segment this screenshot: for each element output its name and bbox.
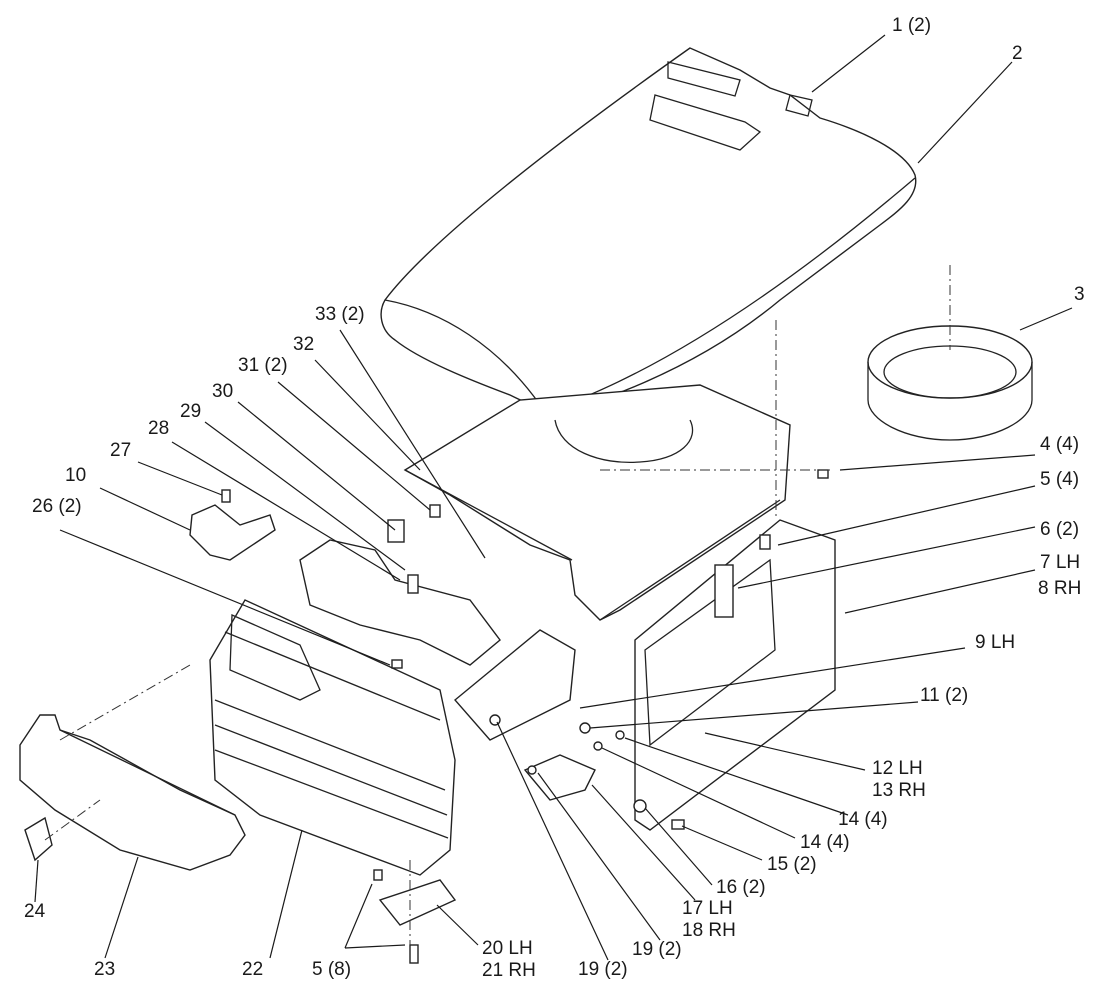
callout-16: 16 (2) — [716, 877, 766, 898]
callout-2: 2 — [1012, 43, 1023, 64]
callout-30: 30 — [212, 381, 234, 402]
callout-11: 11 (2) — [920, 685, 969, 706]
callout-4: 4 (4) — [1040, 434, 1080, 455]
callout-33: 33 (2) — [315, 304, 365, 325]
callout-6: 6 (2) — [1040, 519, 1080, 540]
callout-18: 18 RH — [682, 920, 736, 941]
callout-12: 12 LH — [872, 758, 923, 779]
callout-5-b: 5 (8) — [312, 959, 352, 980]
callout-1: 1 (2) — [892, 15, 932, 36]
bumper-part — [19, 714, 246, 871]
callout-3: 3 — [1074, 284, 1085, 305]
side-panel — [634, 519, 836, 831]
callout-8: 8 RH — [1038, 578, 1082, 599]
callout-29: 29 — [180, 401, 202, 422]
hardware — [221, 469, 829, 964]
callout-9: 9 LH — [975, 632, 1016, 653]
callout-17: 17 LH — [682, 898, 733, 919]
ring-part — [867, 325, 1033, 441]
callout-23: 23 — [94, 959, 116, 980]
callout-22: 22 — [242, 959, 264, 980]
grille-part — [209, 599, 456, 876]
hood-part — [380, 47, 917, 413]
callout-5-a: 5 (4) — [1040, 469, 1080, 490]
callout-19-b: 19 (2) — [578, 959, 628, 980]
callout-26: 26 (2) — [32, 496, 82, 517]
callout-7: 7 LH — [1040, 552, 1081, 573]
plate-part — [24, 816, 53, 862]
callout-15: 15 (2) — [767, 854, 817, 875]
bracket-assembly — [189, 504, 596, 926]
callout-28: 28 — [148, 418, 170, 439]
callout-13: 13 RH — [872, 780, 926, 801]
callout-24: 24 — [24, 901, 46, 922]
callout-20: 20 LH — [482, 938, 533, 959]
callout-14-b: 14 (4) — [800, 832, 850, 853]
callout-31: 31 (2) — [238, 355, 288, 376]
callout-27: 27 — [110, 440, 132, 461]
callout-14-a: 14 (4) — [838, 809, 888, 830]
hood-frame — [403, 384, 791, 621]
callout-19-a: 19 (2) — [632, 939, 682, 960]
leader-lines — [34, 34, 1073, 961]
callout-32: 32 — [293, 334, 315, 355]
callout-10: 10 — [65, 465, 87, 486]
callout-21: 21 RH — [482, 960, 536, 981]
